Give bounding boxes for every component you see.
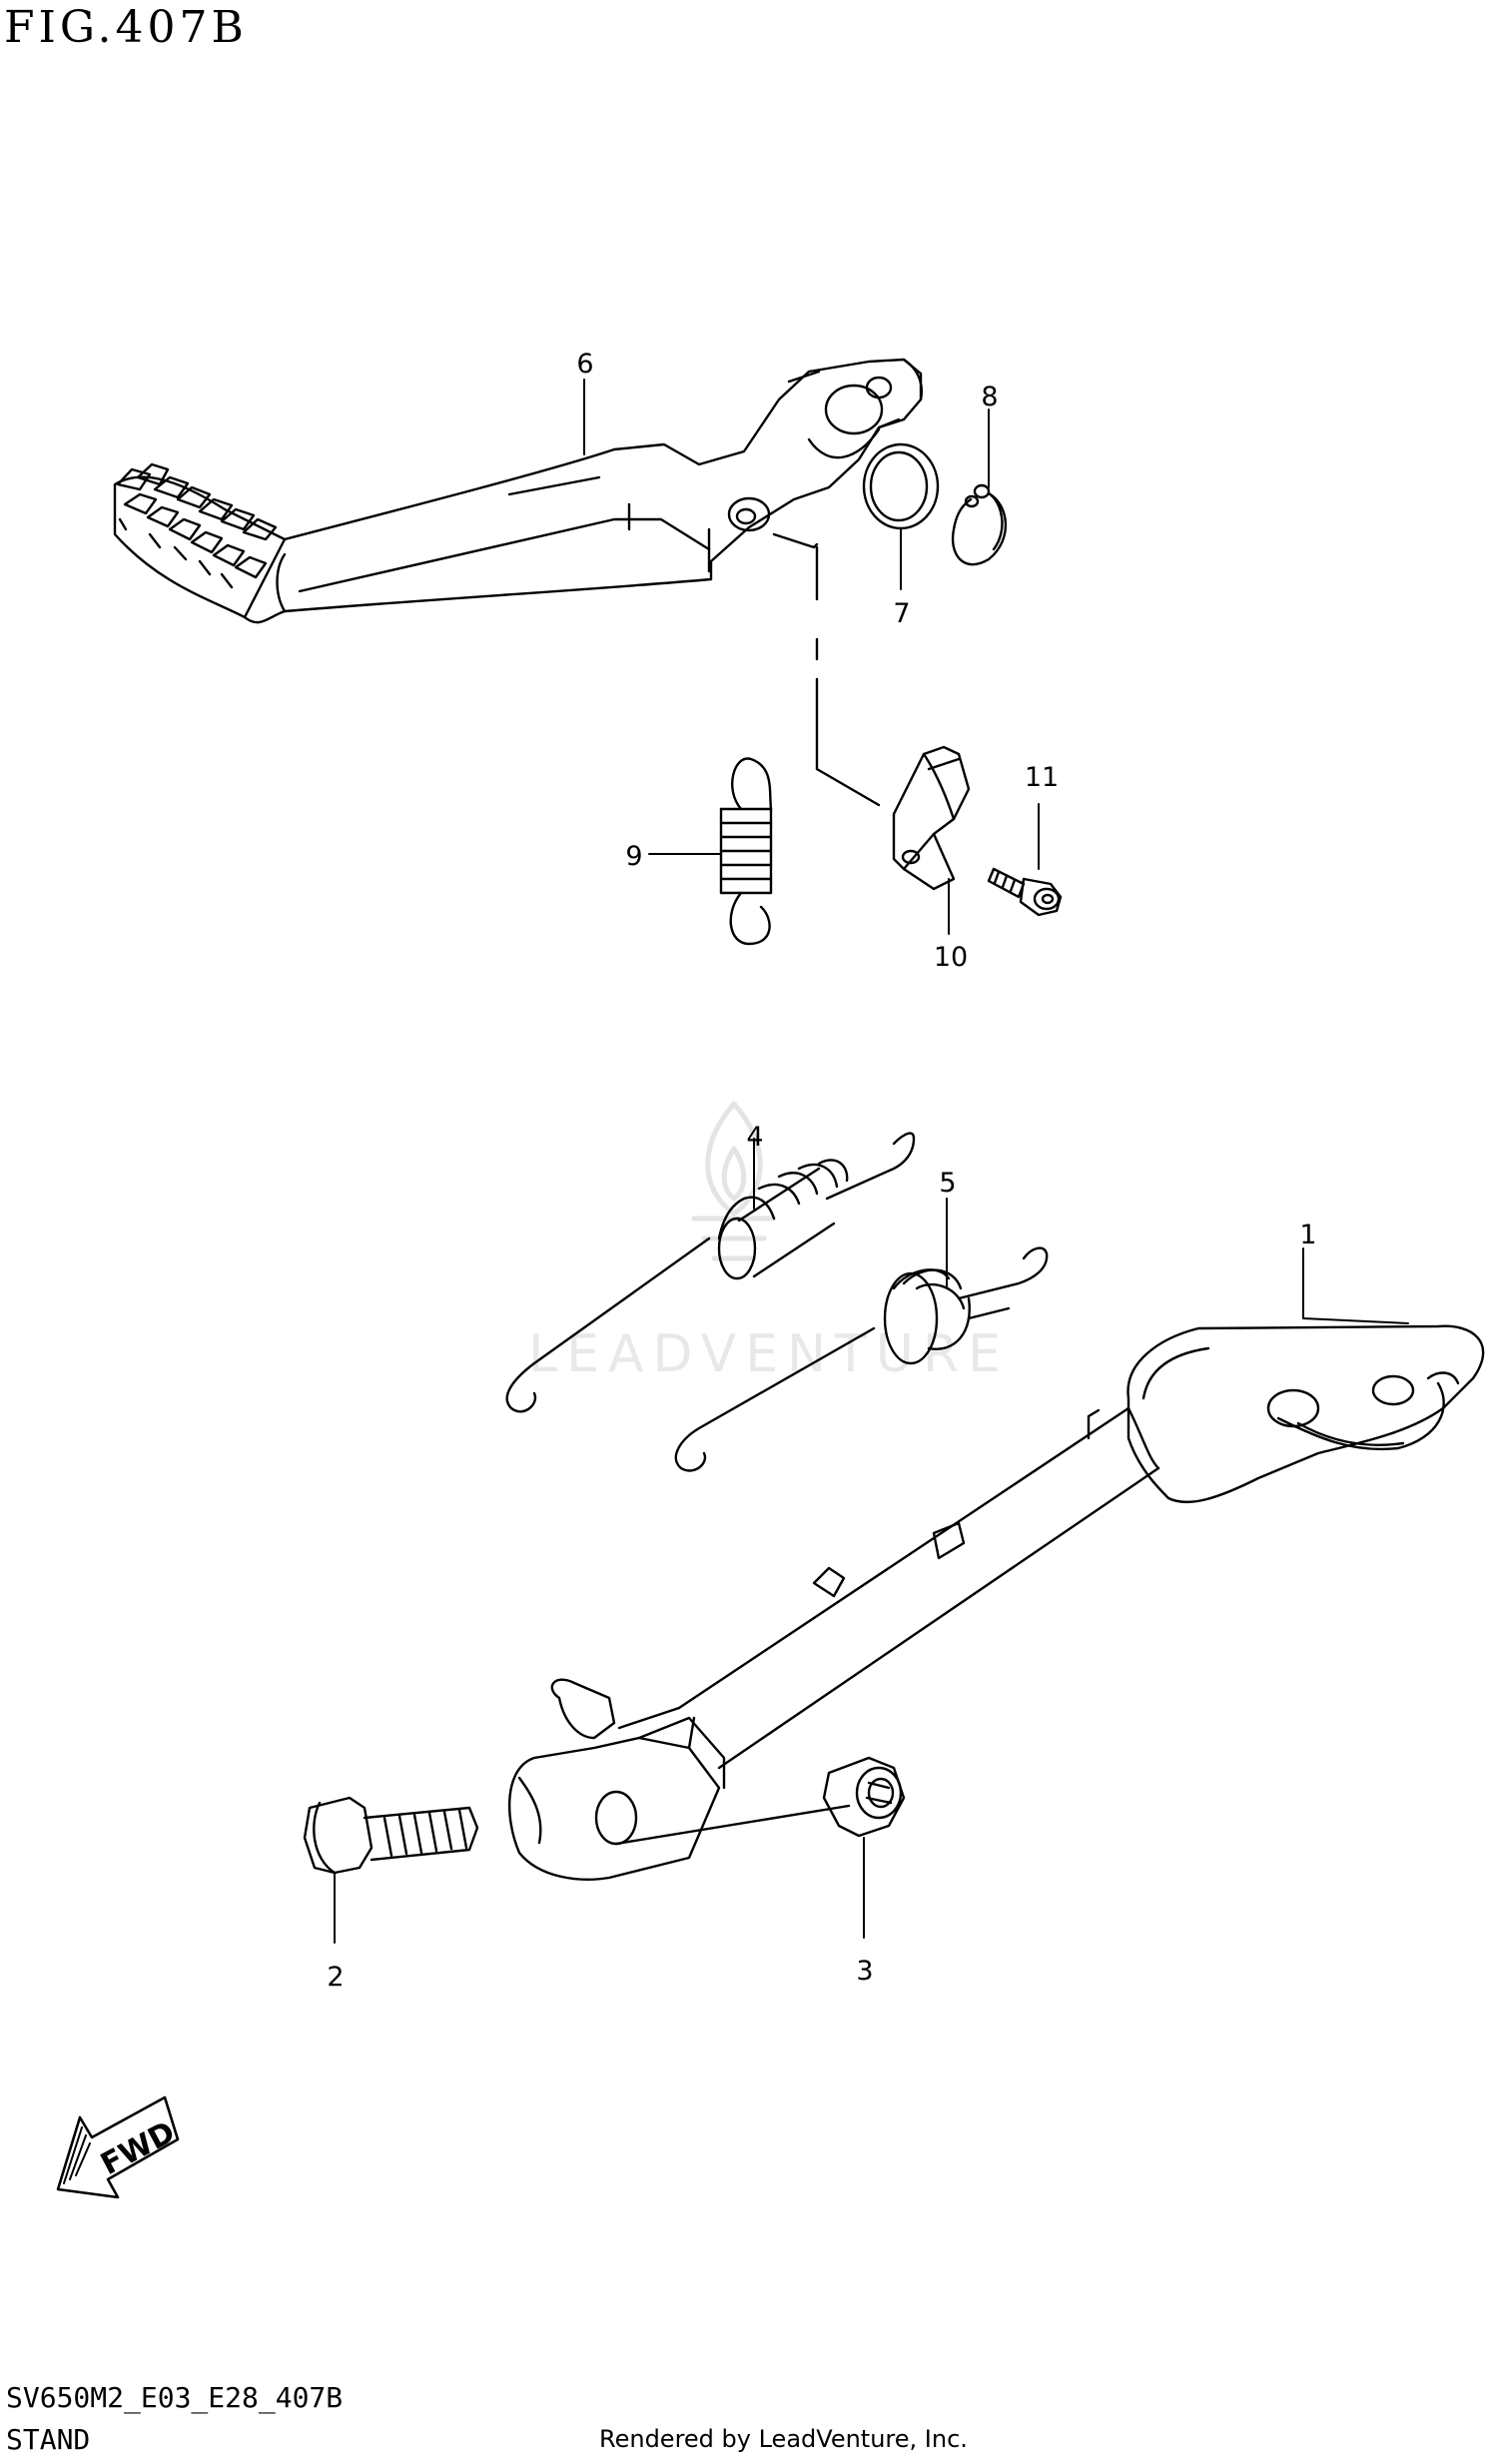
watermark: LEADVENTURE	[528, 1101, 1010, 1384]
leader-lines	[334, 379, 1409, 1944]
callout-8: 8	[981, 382, 998, 412]
fwd-label: FWD	[95, 2114, 181, 2182]
brake-pedal	[113, 358, 923, 807]
pedal-tread	[116, 462, 278, 589]
watermark-text: LEADVENTURE	[528, 1324, 1010, 1384]
callout-11: 11	[1025, 762, 1059, 793]
return-spring	[719, 757, 773, 946]
callout-1: 1	[1299, 1220, 1316, 1250]
callout-labels: 1 2 3 4 5 6 7 8 9 10 11	[327, 349, 1316, 1993]
callout-7: 7	[893, 598, 910, 629]
callout-2: 2	[327, 1962, 344, 1993]
figure-title: FIG.407B	[4, 2, 248, 53]
credit-text: Rendered by LeadVenture, Inc.	[599, 2425, 968, 2453]
callout-6: 6	[576, 349, 593, 380]
side-stand	[508, 1324, 1485, 1881]
section-name: STAND	[6, 2423, 91, 2456]
spring-short	[674, 1246, 1049, 1472]
nut	[822, 1756, 906, 1838]
callout-3: 3	[856, 1956, 873, 1987]
callout-10: 10	[934, 942, 968, 973]
model-code: SV650M2_E03_E28_407B	[6, 2381, 344, 2414]
fwd-arrow-icon: FWD	[56, 2095, 181, 2199]
o-ring	[862, 442, 940, 530]
circlip	[951, 483, 1008, 566]
screw	[987, 867, 1063, 917]
bracket	[892, 745, 971, 891]
bolt	[303, 1796, 479, 1875]
spring-long	[505, 1132, 916, 1413]
callout-5: 5	[939, 1168, 956, 1199]
callout-4: 4	[746, 1122, 763, 1153]
callout-9: 9	[625, 841, 642, 872]
